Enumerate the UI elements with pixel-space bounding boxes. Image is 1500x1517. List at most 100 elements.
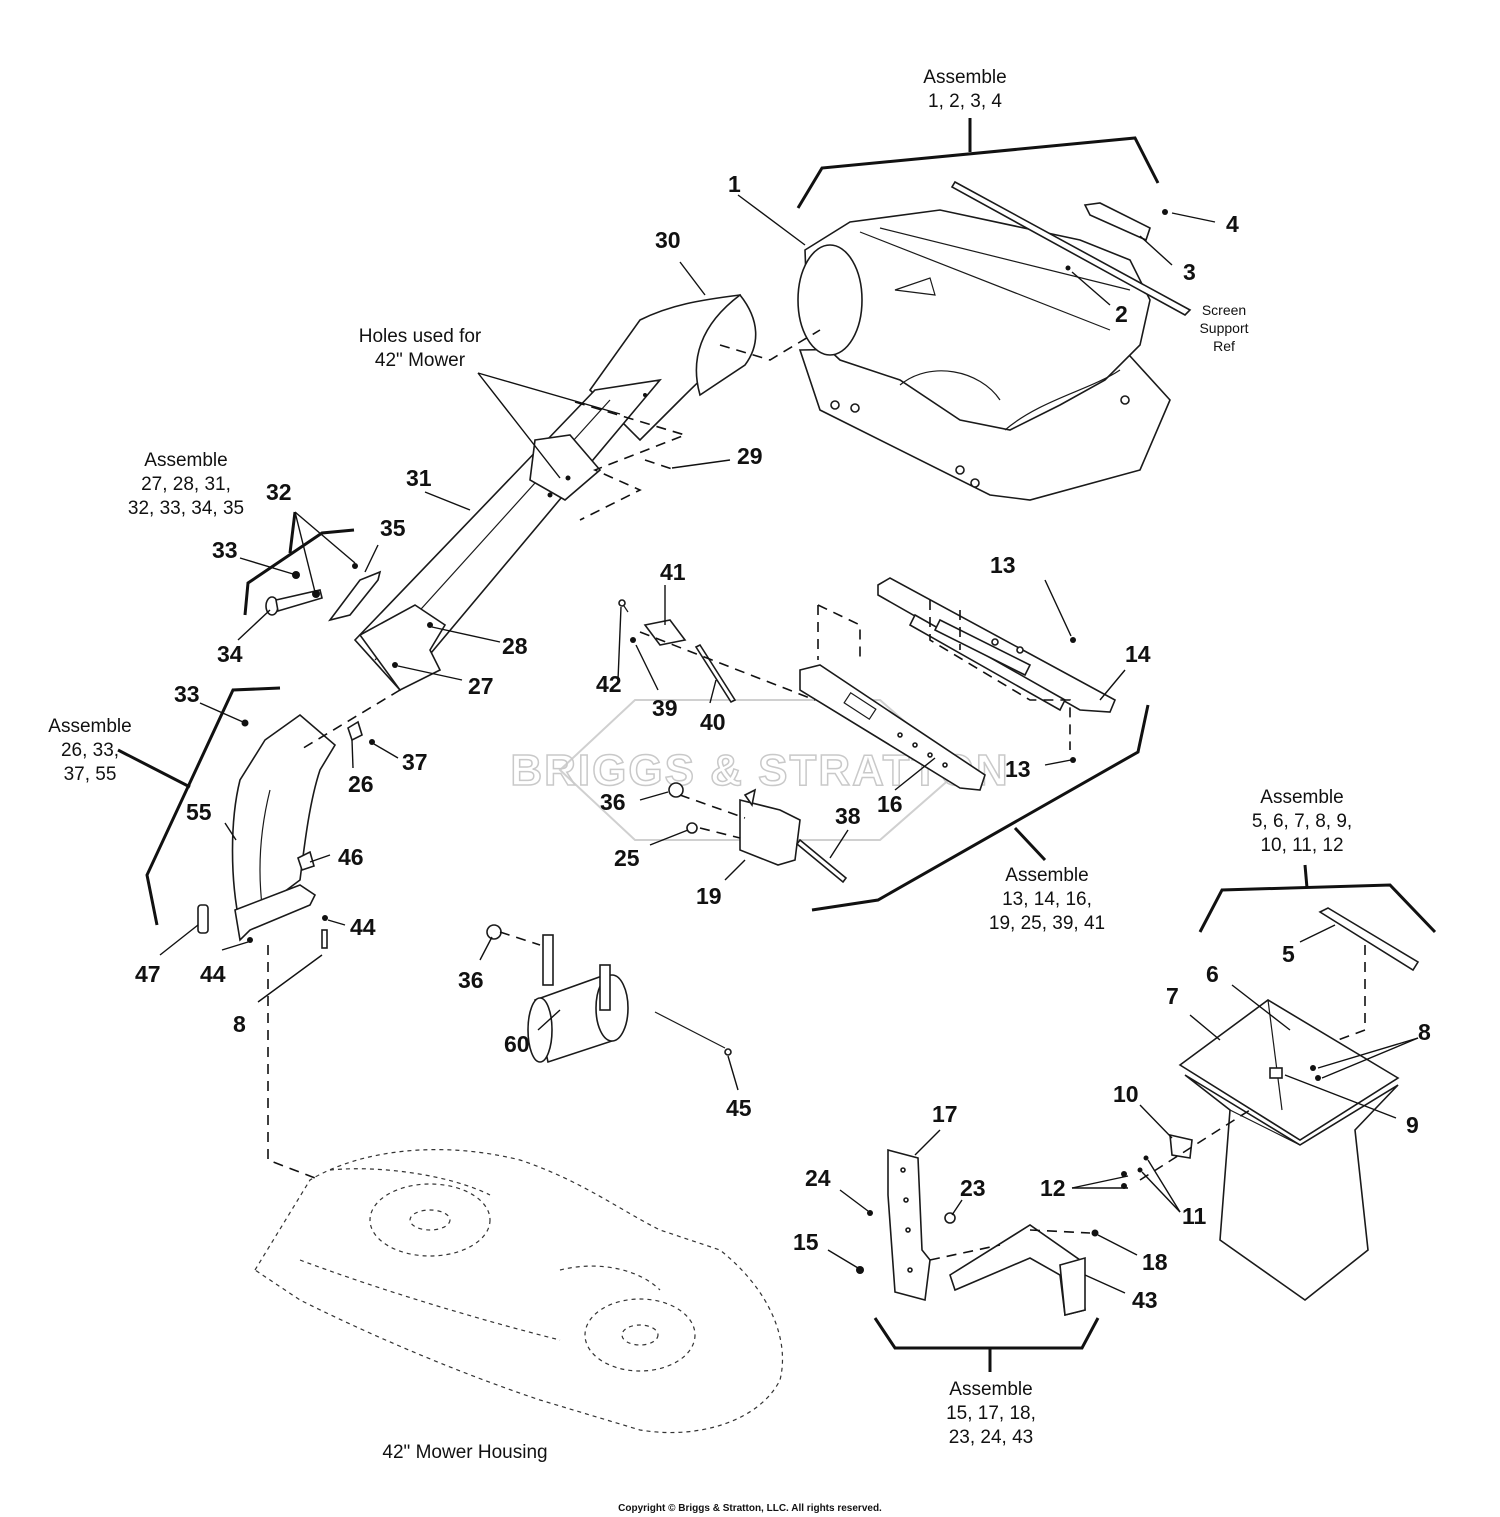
note-assemble-27-35-line3: 32, 33, 34, 35 <box>128 498 244 519</box>
part-35-spring-clip <box>328 570 382 622</box>
callout-10: 10 <box>1113 1081 1139 1107</box>
callout-7: 7 <box>1166 983 1179 1009</box>
part-42-pin <box>618 599 629 613</box>
note-assemble-26-55-line2: 26, 33, <box>61 740 119 761</box>
callout-9: 9 <box>1406 1112 1419 1138</box>
callout-6: 6 <box>1206 961 1219 987</box>
note-assemble-26-55-line3: 37, 55 <box>64 764 117 785</box>
part-25-spacer <box>686 822 698 834</box>
part-32-washer <box>312 590 320 598</box>
callout-2: 2 <box>1115 301 1128 327</box>
note-screen-support-line1: Screen <box>1202 302 1246 318</box>
callout-37: 37 <box>402 749 428 775</box>
part-47-handle <box>197 904 209 934</box>
part-4-screw <box>1162 209 1168 215</box>
callout-33-lower: 33 <box>174 681 200 707</box>
part-6-7-bag-frame <box>1178 999 1400 1301</box>
assembly-dashed-lines <box>267 329 1366 1261</box>
part-1-catcher-lid <box>797 209 1171 501</box>
note-assemble-5-12-line3: 10, 11, 12 <box>1260 835 1343 856</box>
note-assemble-15-43-line1: Assemble <box>949 1379 1032 1400</box>
callout-18: 18 <box>1142 1249 1168 1275</box>
part-44-nut-2 <box>247 937 253 943</box>
part-10-hinge <box>1169 1133 1193 1159</box>
callout-27: 27 <box>468 673 494 699</box>
note-assemble-5-12-line1: Assemble <box>1260 787 1343 808</box>
part-38-rod <box>795 838 848 884</box>
part-44-nut <box>322 915 328 921</box>
callout-60: 60 <box>504 1031 530 1057</box>
note-assemble-5-12-line2: 5, 6, 7, 8, 9, <box>1252 811 1352 832</box>
callout-42: 42 <box>596 671 622 697</box>
callout-14: 14 <box>1125 641 1151 667</box>
part-11-washer-2 <box>1137 1167 1143 1173</box>
part-23-bolt <box>944 1212 956 1224</box>
callout-44-left: 44 <box>200 961 226 987</box>
assembly-notes: Assemble 1, 2, 3, 4 Screen Support Ref H… <box>48 67 1352 1463</box>
callout-46: 46 <box>338 844 364 870</box>
callout-26: 26 <box>348 771 374 797</box>
note-assemble-13-41-line1: Assemble <box>1005 865 1088 886</box>
callout-numbers: 1 2 3 4 5 6 7 8 8 9 10 11 12 13 13 14 15… <box>135 171 1431 1313</box>
part-37-nut <box>369 739 375 745</box>
callout-36-lower: 36 <box>458 967 484 993</box>
callout-17: 17 <box>932 1101 958 1127</box>
part-31-chute-tube <box>353 378 662 692</box>
callout-13-lower: 13 <box>1005 756 1031 782</box>
callout-12: 12 <box>1040 1175 1066 1201</box>
part-14-bracket <box>877 577 1117 713</box>
callout-8-deflector: 8 <box>233 1011 246 1037</box>
callout-8-bag: 8 <box>1418 1019 1431 1045</box>
part-19-mount-plate <box>739 788 801 866</box>
note-assemble-15-43-line2: 15, 17, 18, <box>946 1403 1036 1424</box>
part-33-nut-lower <box>241 719 249 727</box>
callout-44-right: 44 <box>350 914 376 940</box>
callout-32: 32 <box>266 479 292 505</box>
leader-lines <box>159 194 1419 1294</box>
part-18-bolt <box>1091 1229 1099 1237</box>
part-45-rod <box>654 1011 732 1056</box>
note-assemble-27-35-line1: Assemble <box>144 450 227 471</box>
callout-45: 45 <box>726 1095 752 1121</box>
part-12-nut <box>1121 1171 1127 1177</box>
callout-36-upper: 36 <box>600 789 626 815</box>
note-assemble-13-41-line2: 13, 14, 16, <box>1002 889 1092 910</box>
callout-41: 41 <box>660 559 686 585</box>
note-holes-line2: 42" Mower <box>375 350 466 371</box>
note-assemble-1-4-line2: 1, 2, 3, 4 <box>928 91 1002 112</box>
mower-housing <box>254 1149 784 1434</box>
part-32-washer-2 <box>352 563 358 569</box>
part-46-clip <box>297 850 315 872</box>
part-36-clip <box>668 782 684 798</box>
callout-38: 38 <box>835 803 861 829</box>
part-33-nut <box>292 571 300 579</box>
callout-34: 34 <box>217 641 243 667</box>
callout-24: 24 <box>805 1165 831 1191</box>
part-5-top-rail <box>1318 907 1420 972</box>
callout-16: 16 <box>877 791 903 817</box>
callout-55: 55 <box>186 799 212 825</box>
part-39-nut <box>630 637 636 643</box>
part-60-weight <box>527 934 629 1064</box>
callout-4: 4 <box>1226 211 1239 237</box>
part-27-plate <box>392 662 398 668</box>
part-34-pin <box>265 589 323 616</box>
part-13-bolt-2 <box>1070 757 1076 763</box>
note-mower-housing: 42" Mower Housing <box>382 1442 547 1463</box>
callout-43: 43 <box>1132 1287 1158 1313</box>
part-55-deflector <box>231 713 337 942</box>
part-2-screen-support-rod <box>950 180 1192 316</box>
part-24-nut <box>867 1210 873 1216</box>
note-screen-support-line3: Ref <box>1213 338 1235 354</box>
callout-3: 3 <box>1183 259 1196 285</box>
callout-33-upper: 33 <box>212 537 238 563</box>
callout-11: 11 <box>1182 1203 1207 1229</box>
part-43-support-bracket <box>949 1224 1086 1317</box>
part-3-latch <box>1083 202 1151 242</box>
note-holes-line1: Holes used for <box>359 326 482 347</box>
callout-40: 40 <box>700 709 726 735</box>
callout-47: 47 <box>135 961 161 987</box>
callout-35: 35 <box>380 515 406 541</box>
part-28-bolt <box>427 622 433 628</box>
